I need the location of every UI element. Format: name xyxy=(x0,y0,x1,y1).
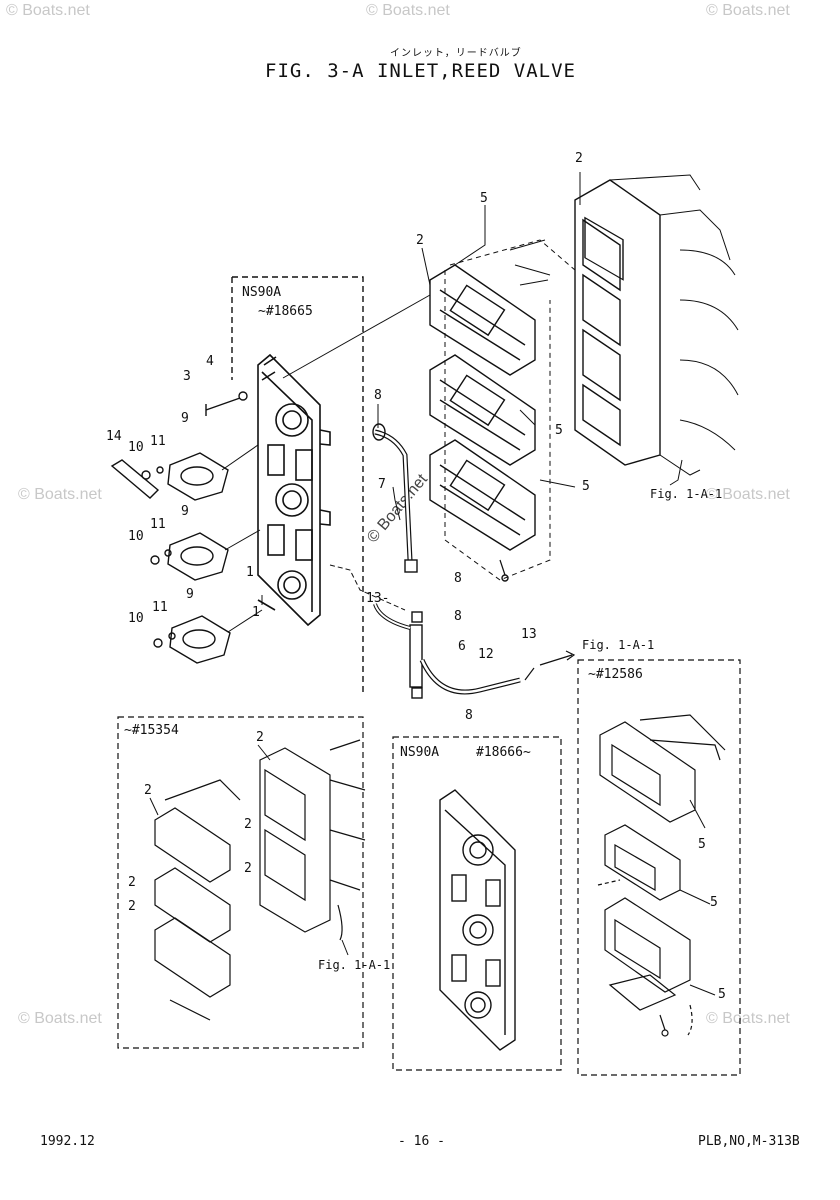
callout-number: 2 xyxy=(128,875,136,890)
callout-number: 13- xyxy=(366,591,390,606)
callout-number: 5 xyxy=(480,191,488,206)
callout-number: 11 xyxy=(150,517,166,532)
hose-7 xyxy=(374,429,413,561)
watermark: © Boats.net xyxy=(18,1010,102,1027)
washer-4 xyxy=(238,391,248,401)
callout-number: 1 xyxy=(246,565,254,580)
callout-number: 2 xyxy=(144,783,152,798)
gasket-9-lower xyxy=(169,615,231,664)
callout-number: 11 xyxy=(152,600,168,615)
watermark: © Boats.net xyxy=(366,2,450,19)
box-serial-label: ~#18665 xyxy=(258,304,313,319)
hose-12 xyxy=(419,658,521,695)
reed-valve-assembly-right xyxy=(597,714,726,1037)
callout-number: 5 xyxy=(710,895,718,910)
gasket-9-middle xyxy=(167,532,229,581)
callout-number: 7 xyxy=(378,477,386,492)
callout-number: 3 xyxy=(183,369,191,384)
box-serial-label: ~#15354 xyxy=(124,723,179,738)
callout-number: 2 xyxy=(575,151,583,166)
joint-8 xyxy=(411,611,423,623)
dashed-box-ns90a-late xyxy=(392,736,562,1071)
inlet-manifold xyxy=(257,353,331,627)
callout-number: 6 xyxy=(458,639,466,654)
joint-8 xyxy=(411,687,423,699)
callout-number: 5 xyxy=(582,479,590,494)
callout-number: 4 xyxy=(206,354,214,369)
watermark: © Boats.net xyxy=(706,1010,790,1027)
callout-number: 9 xyxy=(186,587,194,602)
callout-number: 2 xyxy=(128,899,136,914)
callout-number: 2 xyxy=(244,817,252,832)
reed-valve-housing-middle xyxy=(429,354,536,466)
callout-number: 5 xyxy=(698,837,706,852)
callout-number: 8 xyxy=(454,571,462,586)
callout-number: 8 xyxy=(454,609,462,624)
joint-8 xyxy=(372,423,386,441)
reed-valve-housing-lower xyxy=(429,439,536,551)
nut-10 xyxy=(153,638,163,648)
arrow-to-fig xyxy=(539,650,576,666)
crankcase-outline xyxy=(609,174,739,476)
nut-10 xyxy=(141,470,151,480)
bolt-3 xyxy=(205,397,241,416)
cylinder-block-gasket xyxy=(574,179,661,466)
callout-number: 5 xyxy=(718,987,726,1002)
callout-number: 13 xyxy=(521,627,537,642)
callout-number: 11 xyxy=(150,434,166,449)
reed-valve-assembly-left xyxy=(154,739,366,1021)
footer-date: 1992.12 xyxy=(40,1134,95,1149)
footer-publication-number: PLB,NO,M-313B xyxy=(698,1134,800,1149)
callout-number: 9 xyxy=(181,504,189,519)
page-subtitle-japanese: インレット，リードバルブ xyxy=(390,48,522,59)
callout-number: 9 xyxy=(181,411,189,426)
callout-number: 10 xyxy=(128,440,144,455)
dashed-box-12586 xyxy=(577,659,741,1076)
callout-number: 5 xyxy=(555,423,563,438)
dashed-box-ns90a-early xyxy=(231,276,364,692)
figure-reference: Fig. 1-A-1 xyxy=(650,487,723,501)
callout-number: 2 xyxy=(416,233,424,248)
watermark: © Boats.net xyxy=(706,2,790,19)
callout-number: 2 xyxy=(256,730,264,745)
watermark: © Boats.net xyxy=(6,2,90,19)
callout-number: 2 xyxy=(244,861,252,876)
callout-number: 12 xyxy=(478,647,494,662)
box-model-label: NS90A xyxy=(400,745,440,760)
callout-number: 14 xyxy=(106,429,122,444)
callout-number: 8 xyxy=(374,388,382,403)
gasket-9-upper xyxy=(167,452,229,501)
box-model-label: NS90A xyxy=(242,285,282,300)
nut-10 xyxy=(150,555,160,565)
figure-reference: Fig. 1-A-1 xyxy=(582,638,655,652)
watermark: © Boats.net xyxy=(18,486,102,503)
joint-8 xyxy=(404,559,418,573)
figure-title: FIG. 3-A INLET,REED VALVE xyxy=(265,60,576,82)
watermark: © Boats.net xyxy=(706,486,790,503)
callout-number: 8 xyxy=(465,708,473,723)
callout-number: 10 xyxy=(128,611,144,626)
box-serial-label: #18666~ xyxy=(476,745,531,760)
box-serial-label: ~#12586 xyxy=(588,667,643,682)
plate-14 xyxy=(110,459,160,499)
inlet-manifold-late xyxy=(439,789,516,1051)
callout-number: 1 xyxy=(252,605,260,620)
hose-6 xyxy=(409,624,423,688)
footer-page-number: - 16 - xyxy=(398,1134,445,1149)
reed-valve-housing-upper xyxy=(429,264,536,376)
dashed-box-15354 xyxy=(117,716,364,1049)
callout-number: 10 xyxy=(128,529,144,544)
figure-reference: Fig. 1-A-1 xyxy=(318,958,391,972)
